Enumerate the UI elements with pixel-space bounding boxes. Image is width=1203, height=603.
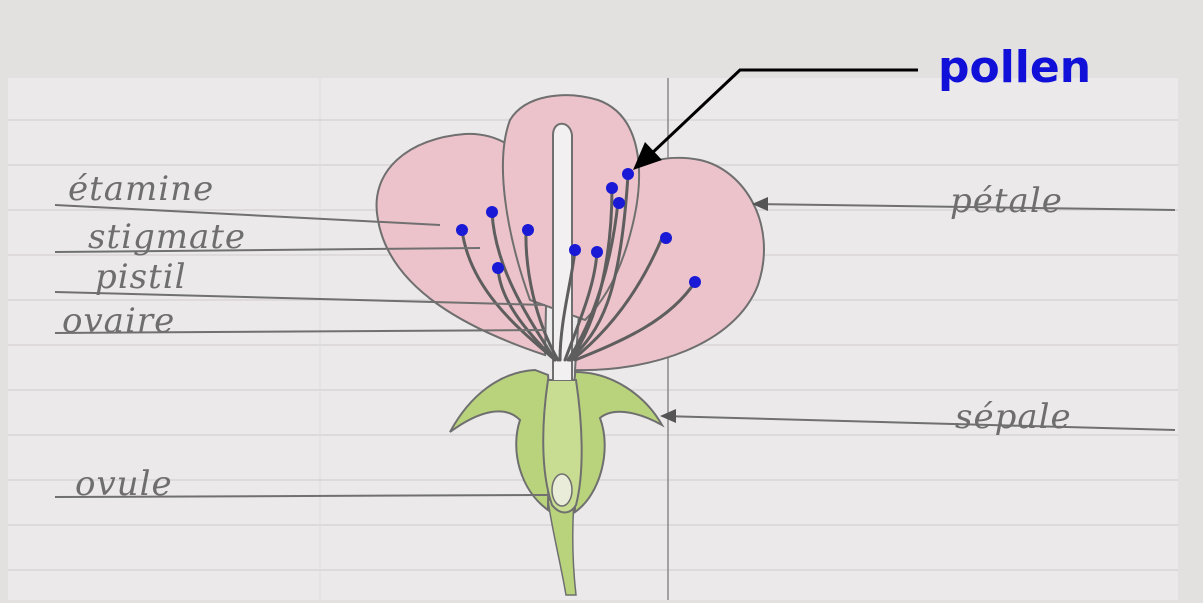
pollen-grain: [492, 262, 504, 274]
label-pistil: pistil: [95, 257, 187, 297]
pollen-grain: [486, 206, 498, 218]
pollen-grain: [522, 224, 534, 236]
label-petale: pétale: [950, 181, 1063, 221]
pistil: [553, 124, 572, 380]
pollen-grain: [660, 232, 672, 244]
pollen-grain: [689, 276, 701, 288]
label-etamine: étamine: [68, 169, 214, 209]
label-ovaire: ovaire: [62, 301, 175, 341]
ovule: [552, 474, 572, 506]
label-sepale: sépale: [955, 397, 1072, 437]
pollen-grain: [613, 197, 625, 209]
pollen-grain: [606, 182, 618, 194]
label-stigmate: stigmate: [88, 217, 246, 257]
pollen-grain: [622, 168, 634, 180]
label-ovule: ovule: [75, 464, 173, 504]
pollen-grain: [591, 246, 603, 258]
pollen-grain: [569, 244, 581, 256]
pollen-grain: [456, 224, 468, 236]
pollen-callout-label: pollen: [938, 42, 1091, 93]
